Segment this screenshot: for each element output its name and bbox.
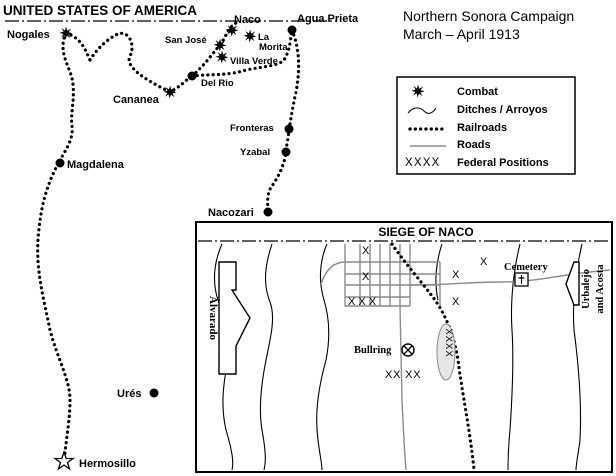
town-markers bbox=[53, 25, 297, 471]
inset-siege-of-naco: SIEGE OF NACO bbox=[195, 221, 613, 473]
place-label-cananea: Cananea bbox=[113, 94, 160, 106]
town-dot bbox=[287, 25, 297, 35]
town-dot bbox=[263, 207, 273, 217]
combat-icon bbox=[215, 50, 229, 64]
legend-label-railroads: Railroads bbox=[457, 122, 507, 134]
federal-position-marker: X bbox=[452, 269, 460, 281]
federal-position-marker: X X X bbox=[348, 296, 377, 308]
legend-label-ditches: Ditches / Arroyos bbox=[457, 104, 548, 116]
bullring-label: Bullring bbox=[354, 345, 392, 356]
legend-xxxx-icon: XXXX bbox=[405, 157, 440, 169]
place-label-del-rio: Del Rio bbox=[201, 78, 234, 89]
legend-label-federal: Federal Positions bbox=[457, 157, 549, 169]
bullring-cross-icon bbox=[403, 345, 413, 355]
federal-position-marker: XXXX bbox=[443, 328, 454, 357]
map-subtitle: March – April 1913 bbox=[403, 26, 520, 42]
place-label-nacozari: Nacozari bbox=[208, 207, 254, 219]
federal-position-marker: X bbox=[362, 245, 370, 257]
town-dot bbox=[187, 71, 197, 81]
place-label-fronteras: Fronteras bbox=[230, 123, 274, 134]
legend-label-combat: Combat bbox=[457, 86, 498, 98]
urbalejo-label-2: and Acosta bbox=[595, 264, 606, 314]
legend: Combat Ditches / Arroyos Railroads Roads… bbox=[396, 76, 576, 175]
place-label-hermosillo: Hermosillo bbox=[79, 458, 136, 470]
federal-position-marker: X bbox=[480, 256, 488, 268]
legend-label-roads: Roads bbox=[457, 139, 491, 151]
town-dot bbox=[149, 388, 159, 398]
federal-positions: X X X X X X X X XXXX XX XX bbox=[348, 245, 488, 381]
combat-icon bbox=[243, 29, 257, 43]
inset-title: SIEGE OF NACO bbox=[378, 225, 473, 239]
cemetery-label: Cemetery bbox=[504, 262, 548, 273]
place-label-magdalena: Magdalena bbox=[67, 159, 125, 171]
combat-icon bbox=[59, 26, 73, 40]
town-dot bbox=[284, 124, 294, 134]
place-label-agua-prieta: Agua Prieta bbox=[297, 13, 359, 25]
federal-position-marker: XX XX bbox=[385, 369, 421, 381]
place-label-ures: Urés bbox=[117, 388, 141, 400]
place-label-morita: Morita bbox=[259, 42, 288, 53]
urbalejo-label-1: Urbalejo bbox=[581, 269, 592, 309]
alvarado-label: Alvarado bbox=[207, 296, 219, 341]
country-label: UNITED STATES OF AMERICA bbox=[3, 3, 197, 18]
capital-star-icon bbox=[53, 449, 75, 471]
town-dot bbox=[55, 158, 65, 168]
legend-ditch-icon bbox=[407, 107, 437, 114]
place-label-villa-verde: Villa Verde bbox=[230, 56, 278, 67]
federal-trench bbox=[436, 323, 456, 381]
town-dot bbox=[281, 147, 291, 157]
cemetery-cross-icon bbox=[518, 275, 525, 284]
railroads bbox=[36, 21, 301, 464]
federal-position-marker: X bbox=[362, 271, 370, 283]
place-label-yzabal: Yzabal bbox=[240, 147, 270, 158]
urbalejo-arrow bbox=[565, 261, 580, 306]
map-title: Northern Sonora Campaign bbox=[403, 8, 574, 24]
federal-position-marker: X bbox=[452, 296, 460, 308]
alvarado-arrow bbox=[218, 261, 251, 375]
legend-box bbox=[396, 76, 576, 175]
combat-icon bbox=[163, 85, 177, 99]
place-label-la: La bbox=[258, 32, 270, 43]
place-label-san-jose: San José bbox=[165, 35, 207, 46]
place-label-naco: Naco bbox=[234, 14, 261, 26]
place-label-nogales: Nogales bbox=[7, 29, 50, 41]
